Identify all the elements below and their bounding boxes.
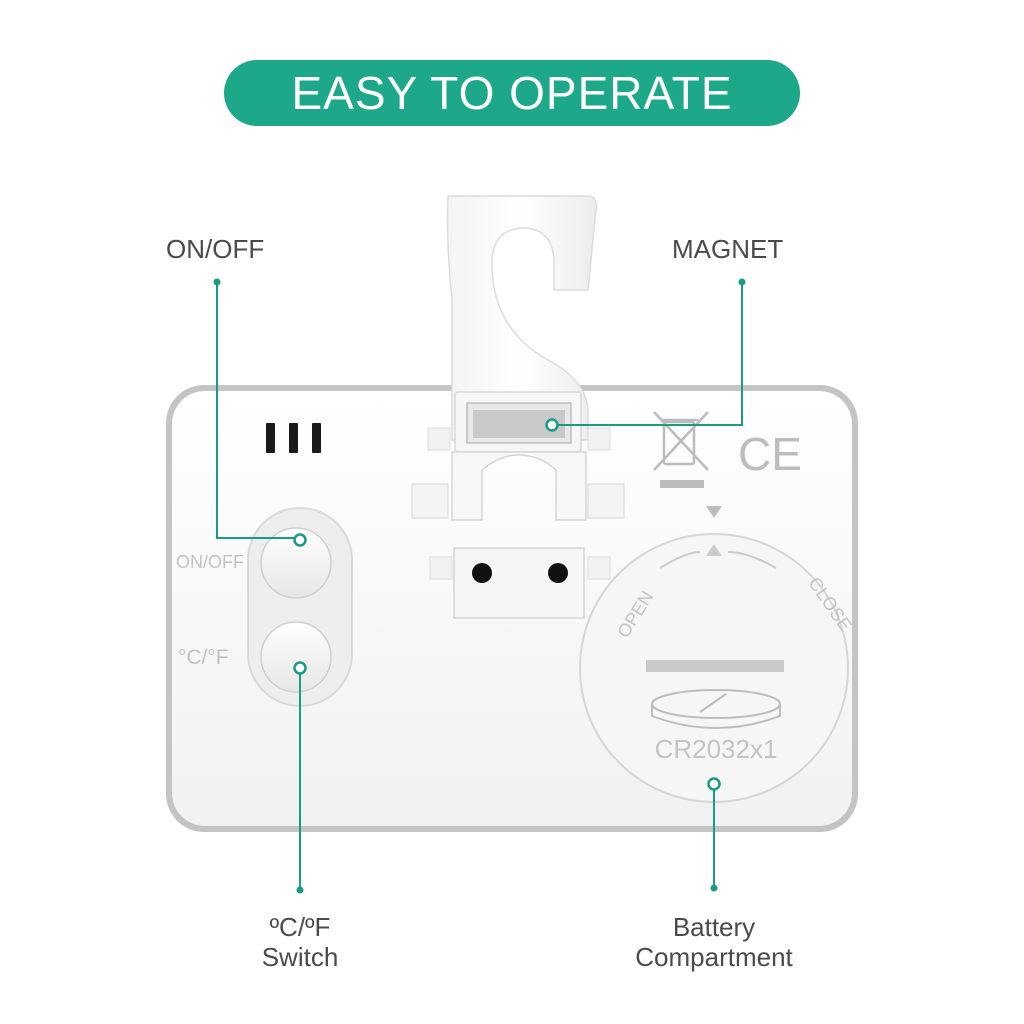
- callout-rings: [293, 418, 721, 791]
- callout-battery-line1: Battery: [672, 912, 756, 942]
- callout-battery: Battery Compartment: [604, 912, 824, 972]
- coin-battery-icon: [651, 689, 781, 729]
- temp-switch-button[interactable]: [260, 621, 332, 693]
- recycle-bin-crossed-icon: [653, 411, 709, 488]
- arrow-down-icon: [706, 506, 722, 518]
- battery-cover: [579, 533, 849, 803]
- screw-hole-right: [548, 563, 568, 583]
- banner-title: EASY TO OPERATE: [291, 67, 733, 119]
- title-banner: EASY TO OPERATE: [224, 60, 800, 126]
- callout-temp-switch-line2: Switch: [261, 942, 339, 972]
- callout-temp-switch: ºC/ºF Switch: [236, 912, 364, 972]
- callout-dots: [213, 278, 746, 894]
- on-off-button[interactable]: [260, 527, 332, 599]
- on-off-embossed-label: ON/OFF: [176, 552, 244, 572]
- speaker-vents: [266, 423, 321, 453]
- callout-battery-line2: Compartment: [635, 942, 793, 972]
- temp-embossed-label: °C/°F: [178, 646, 229, 669]
- battery-type-label: CR2032x1: [655, 734, 778, 764]
- ce-mark-icon: CE: [738, 428, 802, 480]
- callout-temp-switch-line1: ºC/ºF: [269, 912, 331, 942]
- callout-magnet: MAGNET: [672, 234, 784, 264]
- screw-hole-left: [472, 563, 492, 583]
- callout-on-off: ON/OFF: [166, 234, 265, 264]
- callout-leaders: [216, 282, 743, 890]
